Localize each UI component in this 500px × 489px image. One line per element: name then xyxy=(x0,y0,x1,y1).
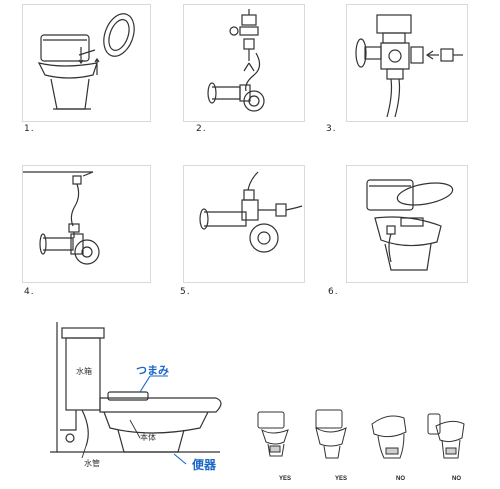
toilet-type-4-icon xyxy=(427,413,465,459)
step-number-3: 3. xyxy=(326,124,337,134)
compatibility-verdict-2: YES xyxy=(335,476,348,482)
compatibility-verdict-3: NO xyxy=(396,476,405,482)
knob-leader-line xyxy=(139,375,151,393)
step-number-5: 5. xyxy=(180,287,191,297)
step-1-panel xyxy=(22,4,151,122)
supply-hose-illustration xyxy=(23,171,100,265)
body-leader-line xyxy=(129,419,141,439)
step-5-panel xyxy=(183,165,305,283)
bowl-label: 便器 xyxy=(192,458,217,472)
toilet-type-2-icon xyxy=(315,409,347,459)
step-6-panel xyxy=(346,165,468,283)
pipe-label: 水管 xyxy=(84,459,100,468)
step-number-2: 2. xyxy=(196,124,207,134)
valve-hose-illustration xyxy=(207,9,265,112)
knob-label: つまみ xyxy=(136,364,169,377)
installed-bidet-illustration xyxy=(366,179,454,271)
bidet-body-shape xyxy=(99,397,222,413)
toilet-type-1-icon xyxy=(257,411,289,457)
step-number-4: 4. xyxy=(24,287,35,297)
toilet-seat-lifted-illustration xyxy=(37,13,135,110)
toilet-type-3-icon xyxy=(371,415,407,459)
step-number-1: 1. xyxy=(24,124,35,134)
step-number-6: 6. xyxy=(328,287,339,297)
pipe-leader-line xyxy=(81,445,87,459)
compatibility-verdict-1: YES xyxy=(279,476,292,482)
compatibility-verdict-4: NO xyxy=(452,476,461,482)
hose-to-valve-illustration xyxy=(199,171,303,253)
step-3-panel xyxy=(346,4,468,122)
body-label: 本体 xyxy=(140,433,156,442)
valve-connection-illustration xyxy=(355,14,463,118)
step-2-panel xyxy=(183,4,305,122)
tank-label: 水箱 xyxy=(76,367,92,376)
bowl-leader-line xyxy=(173,453,187,465)
step-4-panel xyxy=(22,165,151,283)
